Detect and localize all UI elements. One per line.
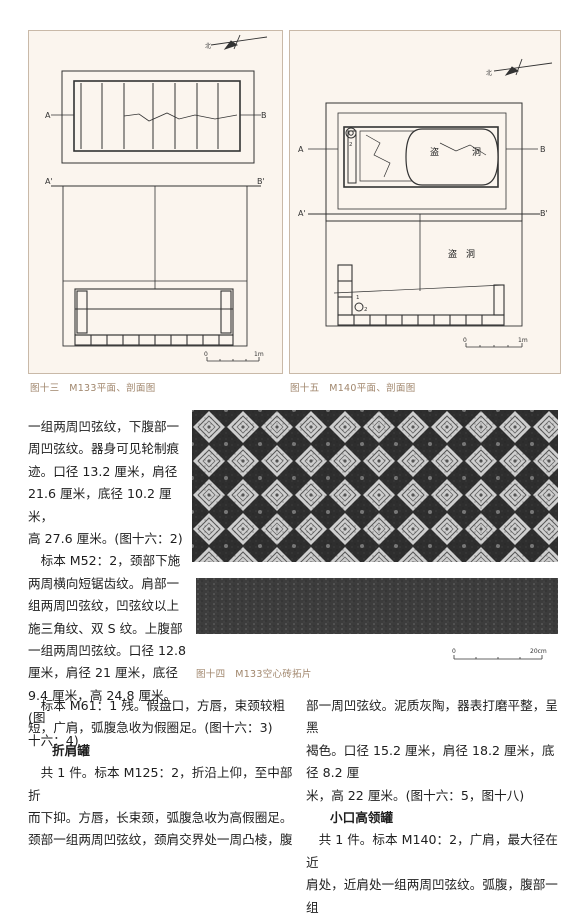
text-line: 十六：4): [28, 732, 79, 748]
text-line: 组两周凹弦纹，凹弦纹以上: [28, 598, 180, 614]
text-line: 颈部一组两周凹弦纹，颈肩交界处一周凸棱，腹: [28, 832, 293, 848]
text-line: 周凹弦纹。器身可见轮制痕: [28, 441, 180, 457]
figure-13-caption: 图十三 M133平面、剖面图: [30, 383, 156, 394]
section-label-b2: B': [257, 177, 265, 186]
left-column-text: 一组两周凹弦纹，下腹部一 周凹弦纹。器身可见轮制痕 迹。口径 13.2 厘米，肩…: [28, 416, 188, 752]
scale-bar: [206, 357, 260, 362]
plan-inner-outline: [337, 112, 507, 210]
text-line: 两周横向短锯齿纹。肩部一: [28, 575, 180, 591]
scale-label-1m: 1m: [254, 351, 264, 358]
artifact-1-icon: [354, 302, 364, 312]
text-line: 而下抑。方唇，长束颈，弧腹急收为高假圈足。: [28, 810, 293, 826]
figure-14-caption: 图十四 M133空心砖拓片: [196, 669, 312, 680]
plan-coffin-chamber: [73, 80, 241, 152]
section-label-b: B: [261, 111, 267, 120]
brick-rubbing-2: [196, 578, 558, 634]
section-label-a: A: [45, 111, 51, 120]
figure-15-panel: 北 2 盗 洞 A B A' B' 盗 洞: [289, 30, 561, 374]
text-line: 标本 M61：1 残。假盘口，方唇，束颈较粗: [28, 698, 286, 713]
text-line: 米，高 22 厘米。(图十六：5，图十八): [306, 787, 525, 803]
text-line: 21.6 厘米，底径 10.2 厘米，: [28, 486, 172, 524]
section-label-a2: A': [298, 209, 306, 218]
robbery-hole-label-2: 洞: [472, 147, 481, 158]
figure-13-drawing: 北 A B A' B': [45, 34, 268, 362]
north-arrow-icon: [493, 58, 553, 76]
bottom-right-text: 部一周凹弦纹。泥质灰陶，器表打磨平整，呈黑 褐色。口径 15.2 厘米，肩径 1…: [306, 695, 562, 919]
text-line: 9.4 厘米，高 24.8 厘米。(图: [28, 687, 177, 726]
text-line: 肩处，近肩处一组两周凹弦纹。弧腹，腹部一组: [306, 877, 558, 915]
text-line: 标本 M52：2，颈部下施: [28, 553, 181, 569]
text-line: 褐色。口径 15.2 厘米，肩径 18.2 厘米，底径 8.2 厘: [306, 742, 555, 781]
north-label: 北: [486, 69, 492, 77]
scale-label-0: 0: [204, 351, 208, 358]
section-label-b: B: [540, 145, 546, 154]
text-line: 高 27.6 厘米。(图十六：2): [28, 531, 183, 547]
scale-label-0: 0: [463, 337, 467, 344]
text-line: 一组两周凹弦纹。口径 12.8: [28, 643, 186, 659]
text-line: 厘米，肩径 21 厘米，底径: [28, 665, 178, 681]
text-line: 短，广肩，弧腹急收为假圈足。(图十六：3): [28, 720, 273, 736]
plan-pit-outline: [61, 70, 255, 164]
rubbing-scale-label-0: 0: [452, 648, 456, 655]
north-label: 北: [205, 42, 211, 50]
rubbing-scale-label-20cm: 20cm: [530, 648, 547, 655]
text-line: 共 1 件。标本 M140：2，广肩，最大径在近: [306, 832, 558, 870]
artifact-2-icon: [345, 127, 357, 139]
plan-pit-outline: [325, 102, 523, 222]
text-line: 部一周凹弦纹。泥质灰陶，器表打磨平整，呈黑: [306, 698, 558, 736]
text-line: 迹。口径 13.2 厘米，肩径: [28, 463, 178, 479]
robbery-hole-label: 盗: [430, 146, 439, 158]
rubbing-scale-bar: 0 20cm: [452, 648, 547, 660]
artifact-2-section-label: 2: [364, 307, 368, 313]
text-line: 共 1 件。标本 M125：2，折沿上仰，至中部折: [28, 765, 293, 803]
section-brick-chamber: [337, 264, 505, 326]
figure-13-panel: 北 A B A' B': [28, 30, 283, 374]
section-label-a: A: [298, 145, 304, 154]
section-heading: 小口高领罐: [330, 810, 393, 826]
robbery-hole-section-label: 盗 洞: [448, 248, 475, 260]
text-line: 一组两周凹弦纹，下腹部一: [28, 419, 180, 434]
section-pit-outline: [325, 213, 523, 327]
robbery-hole-plan: [405, 128, 499, 186]
scale-bar: [465, 343, 523, 348]
artifact-2-label: 2: [349, 142, 353, 148]
section-label-b2: B': [540, 209, 548, 218]
figure-15-caption: 图十五 M140平面、剖面图: [290, 383, 416, 394]
section-heading: 折肩罐: [52, 742, 90, 758]
artifact-1-label: 1: [356, 295, 360, 301]
bottom-left-text: 标本 M61：1 残。假盘口，方唇，束颈较粗 短，广肩，弧腹急收为假圈足。(图十…: [28, 695, 298, 852]
section-label-a2: A': [45, 177, 53, 186]
north-arrow-icon: [210, 34, 268, 50]
section-brick-chamber: [74, 288, 234, 346]
scale-label-1m: 1m: [518, 337, 528, 344]
figure-15-drawing: 北 2 盗 洞 A B A' B' 盗 洞: [298, 58, 553, 348]
text-line: 施三角纹、双 S 纹。上腹部: [28, 620, 183, 636]
brick-rubbing-1: [192, 410, 558, 562]
